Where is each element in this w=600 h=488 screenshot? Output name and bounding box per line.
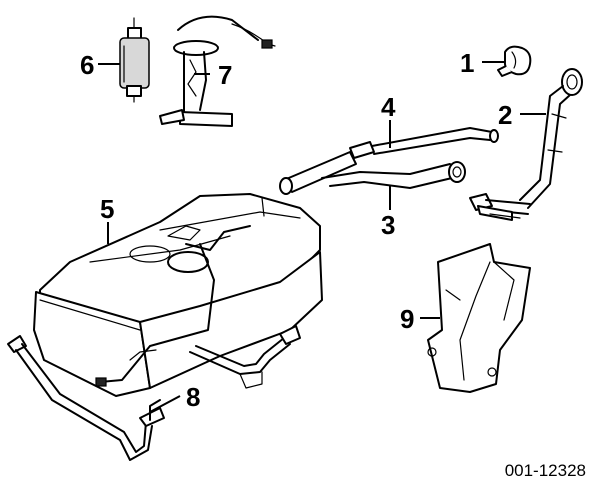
callout-2: 2 (498, 100, 512, 130)
callout-5: 5 (100, 194, 114, 224)
fill-pipe-part-3 (321, 161, 466, 189)
callout-9: 9 (400, 304, 414, 334)
leader-lines (98, 61, 546, 413)
reference-number: 001-12328 (505, 461, 586, 480)
heat-shield-part-9 (427, 243, 531, 393)
fuel-tank-part-5 (33, 193, 323, 397)
callout-1: 1 (460, 48, 474, 78)
fill-pipe-part-4 (279, 127, 499, 195)
clamp-part-1 (497, 45, 532, 77)
callout-7: 7 (218, 60, 232, 90)
callout-6: 6 (80, 50, 94, 80)
callout-8: 8 (186, 382, 200, 412)
tank-straps-part-8 (7, 325, 301, 461)
callout-4: 4 (381, 92, 396, 122)
fuel-pump-part-6 (119, 17, 150, 103)
callout-3: 3 (381, 210, 395, 240)
filler-neck-part-2 (469, 68, 583, 221)
fuel-sending-unit-part-7 (159, 15, 276, 127)
